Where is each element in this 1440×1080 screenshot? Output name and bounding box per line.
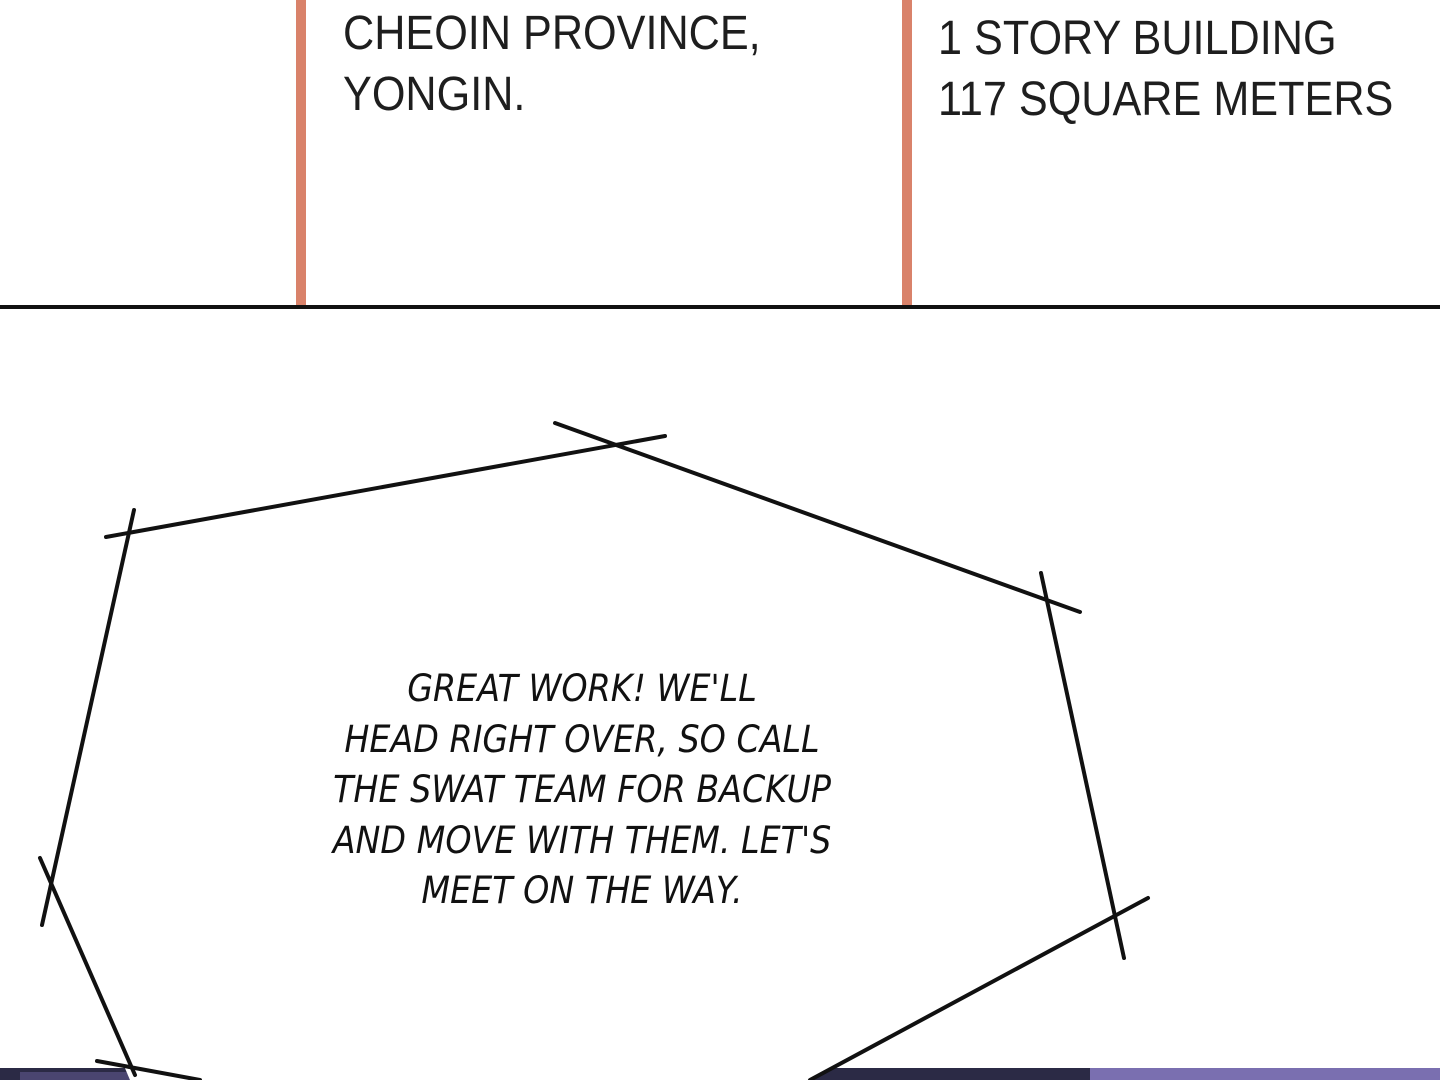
bubble-stroke-6 [38, 856, 137, 1077]
bubble-stroke-2 [553, 421, 1082, 614]
speech-line-2: HEAD RIGHT OVER, SO CALL [344, 717, 820, 761]
caption-bar-left [296, 0, 306, 306]
caption-building: 1 STORY BUILDING 117 SQUARE METERS [938, 8, 1393, 130]
panel-border [0, 305, 1440, 309]
caption-bars [296, 0, 912, 306]
bottom-panel-accent-left [20, 1072, 150, 1080]
bubble-stroke-5 [40, 508, 136, 927]
caption-location-line-2: YONGIN. [343, 68, 526, 121]
caption-building-line-1: 1 STORY BUILDING [938, 12, 1337, 65]
bubble-stroke-7 [95, 1059, 202, 1080]
speech-line-5: MEET ON THE WAY. [421, 869, 743, 912]
caption-bar-right [902, 0, 912, 306]
caption-location: CHEOIN PROVINCE, YONGIN. [343, 3, 761, 125]
bubble-strokes [38, 421, 1150, 1080]
bubble-fill [45, 440, 1120, 1080]
caption-building-line-2: 117 SQUARE METERS [938, 73, 1394, 126]
speech-line-4: AND MOVE WITH THEM. LET'S [332, 818, 832, 862]
bubble-stroke-1 [104, 434, 667, 539]
bottom-panel-accent [1090, 1068, 1440, 1080]
top-panel: CHEOIN PROVINCE, YONGIN. 1 STORY BUILDIN… [0, 0, 1440, 306]
speech-line-3: THE SWAT TEAM FOR BACKUP [333, 768, 831, 811]
speech-bubble-text: GREAT WORK! WE'LL HEAD RIGHT OVER, SO CA… [283, 664, 881, 917]
bubble-stroke-3 [1039, 571, 1126, 960]
caption-location-line-1: CHEOIN PROVINCE, [343, 7, 761, 60]
speech-line-1: GREAT WORK! WE'LL [407, 667, 757, 710]
bubble-stroke-4 [808, 896, 1150, 1080]
